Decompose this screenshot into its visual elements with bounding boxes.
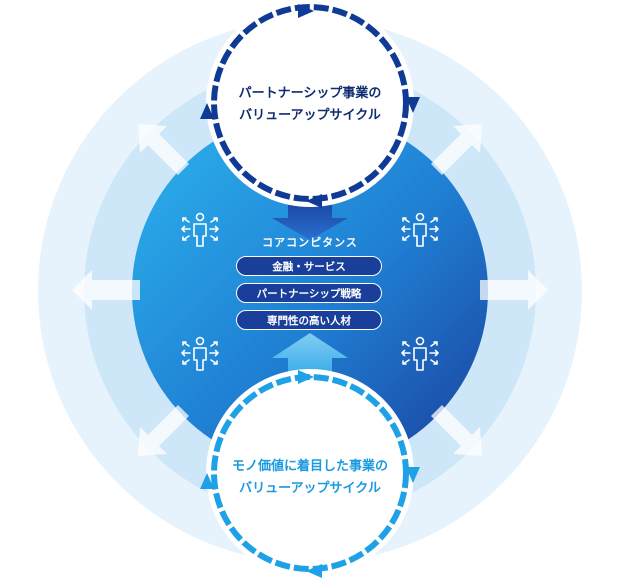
core-item-partnership: パートナーシップ戦略 xyxy=(236,283,382,303)
bottom-arrowhead-2 xyxy=(406,467,420,483)
bottom-arrowhead-3 xyxy=(306,564,322,578)
arrow-lower-right xyxy=(431,405,482,456)
bottom-arrowhead-1 xyxy=(298,370,314,384)
top-cycle-circle xyxy=(206,0,414,207)
radiating-arrows xyxy=(72,124,548,456)
top-cycle-line1: パートナーシップ事業の xyxy=(238,86,382,101)
core-heading: コアコンピタンス xyxy=(262,236,358,249)
arrow-left xyxy=(72,270,140,310)
person-network-icon xyxy=(401,336,439,371)
core-item-talent: 専門性の高い人材 xyxy=(236,310,382,330)
top-arrowhead-1 xyxy=(298,4,314,18)
bottom-cycle-circle xyxy=(206,369,414,577)
person-network-icon xyxy=(401,212,439,247)
bottom-arrowhead-4 xyxy=(200,473,214,489)
bottom-cycle-title: モノ価値に着目した事業の バリューアップサイクル xyxy=(200,456,420,500)
top-cycle-line2: バリューアップサイクル xyxy=(239,108,381,123)
person-network-icon xyxy=(181,212,219,247)
top-cycle-ring xyxy=(211,4,409,202)
arrow-upper-left xyxy=(138,124,189,175)
bottom-cycle-line2: バリューアップサイクル xyxy=(239,481,381,496)
arrow-into-core-up xyxy=(272,333,348,372)
top-arrowhead-3 xyxy=(306,194,322,208)
arrow-lower-left xyxy=(138,405,189,456)
person-network-icon xyxy=(181,336,219,371)
top-cycle-title: パートナーシップ事業の バリューアップサイクル xyxy=(210,83,410,127)
top-arrowhead-4 xyxy=(200,103,214,119)
core-item-finance: 金融・サービス xyxy=(236,256,382,276)
arrow-right xyxy=(480,270,548,310)
arrow-upper-right xyxy=(431,124,482,175)
bottom-cycle-line1: モノ価値に着目した事業の xyxy=(231,459,388,474)
arrow-into-core-down xyxy=(272,205,348,240)
top-arrowhead-2 xyxy=(406,97,420,113)
